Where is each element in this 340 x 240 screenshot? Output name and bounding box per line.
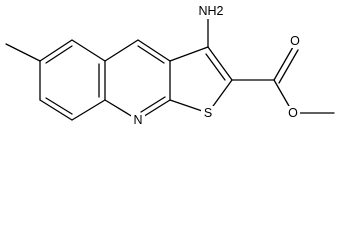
chemical-structure-diagram: NH2 N S O O	[5, 3, 335, 127]
methyl-bond	[5, 43, 41, 62]
bonds	[5, 17, 335, 121]
ring-sulfur-label: S	[204, 106, 212, 120]
carbonyl-bond	[273, 46, 294, 81]
pyridine-bond-2-inner	[137, 45, 165, 64]
pyridine-bond-1	[104, 39, 139, 62]
ester-oxygen-label: O	[288, 106, 298, 120]
carbonyl-oxygen-label-bg	[288, 34, 302, 48]
atom-labels: NH2 N S O O	[131, 3, 302, 127]
pyridine-bond-2	[137, 39, 171, 62]
pyridine-bond-4-inner	[140, 96, 166, 113]
ester-oxygen-label-bg	[286, 106, 300, 120]
benzo-bond-1	[39, 39, 73, 62]
carbonyl-bond-inner	[278, 49, 299, 84]
ring-nitrogen-label: N	[133, 113, 142, 127]
nitrogen-label-bg	[131, 113, 145, 127]
benzo-bond-5-inner	[45, 97, 73, 115]
thiophene-bond-2	[207, 46, 233, 81]
thiophene-bond-2-inner	[205, 53, 226, 81]
amino-label: NH2	[198, 4, 223, 18]
benzo-bond-2	[71, 39, 106, 62]
sulfur-label-bg	[201, 106, 215, 120]
benzo-bond-1-inner	[45, 45, 73, 64]
amino-label-bg	[199, 3, 223, 19]
thiophene-bond-1	[169, 46, 209, 62]
benzo-bond-4	[71, 99, 106, 121]
benzo-bond-5	[39, 99, 73, 121]
carbonyl-oxygen-label: O	[290, 34, 300, 48]
